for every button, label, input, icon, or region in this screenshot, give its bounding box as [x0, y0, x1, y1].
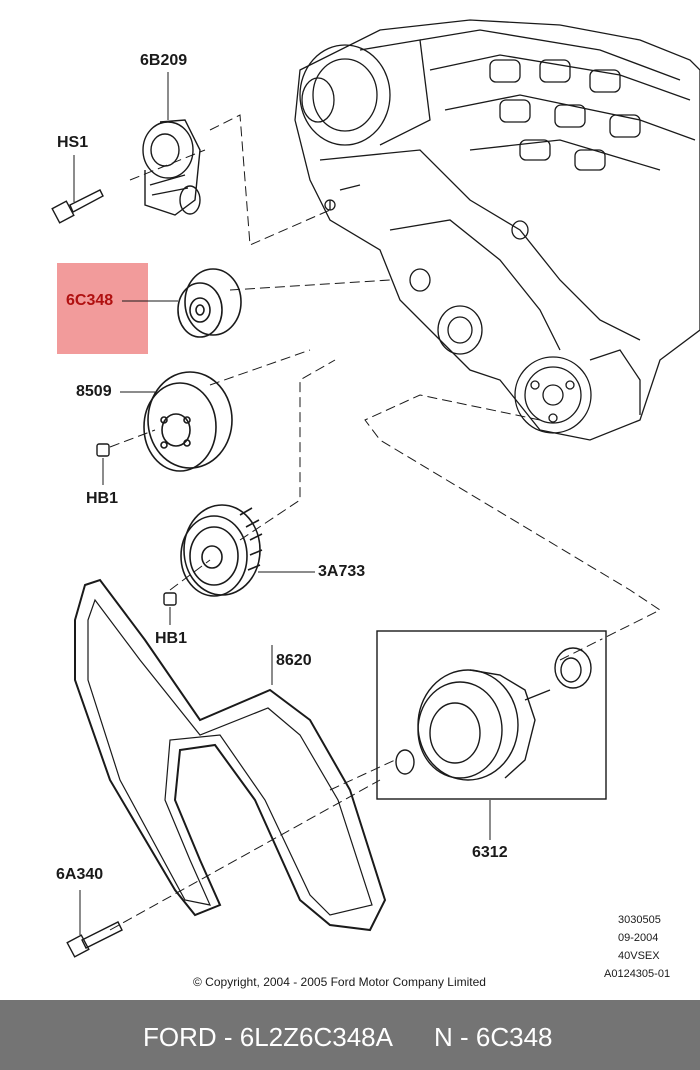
- meta-code1: 3030505: [618, 914, 661, 926]
- label-leaders: [73, 72, 491, 935]
- dashed-leaders: [109, 114, 661, 931]
- label-hs1: HS1: [57, 134, 89, 151]
- highlight-box: [57, 263, 148, 354]
- damper-inset-6312: [376, 630, 607, 800]
- footer-part-number: FORD - 6L2Z6C348A: [143, 1022, 393, 1052]
- meta-code3: A0124305-01: [604, 968, 671, 980]
- exploded-diagram: [51, 19, 700, 958]
- copyright: © Copyright, 2004 - 2005 Ford Motor Comp…: [193, 975, 486, 989]
- label-hb1-bottom: HB1: [155, 630, 188, 647]
- idler-pulley-6c348: [177, 268, 242, 338]
- label-3a733: 3A733: [318, 563, 366, 580]
- label-6b209: 6B209: [140, 52, 188, 69]
- footer-bar: FORD - 6L2Z6C348A N - 6C348: [0, 1000, 700, 1070]
- label-6c348: 6C348: [66, 292, 114, 309]
- meta-date: 09-2004: [618, 932, 659, 944]
- footer-n-number: N - 6C348: [434, 1022, 553, 1052]
- bolt-hb1-top-shape: [96, 443, 110, 457]
- label-8509: 8509: [76, 383, 112, 400]
- bolt-hb1-bottom-shape: [163, 592, 177, 606]
- pump-pulley-8509: [143, 371, 233, 472]
- label-6a340: 6A340: [56, 866, 104, 883]
- label-6312: 6312: [472, 844, 508, 861]
- bracket-6b209: [142, 119, 201, 216]
- engine-block: [294, 19, 700, 441]
- label-hb1-top: HB1: [86, 490, 119, 507]
- bolt-6a340-shape: [66, 921, 123, 958]
- belt-8620: [74, 578, 387, 932]
- bolt-hs1: [51, 189, 104, 224]
- pulley-3a733: [180, 504, 263, 597]
- label-8620: 8620: [276, 652, 312, 669]
- meta-code2: 40VSEX: [618, 950, 660, 962]
